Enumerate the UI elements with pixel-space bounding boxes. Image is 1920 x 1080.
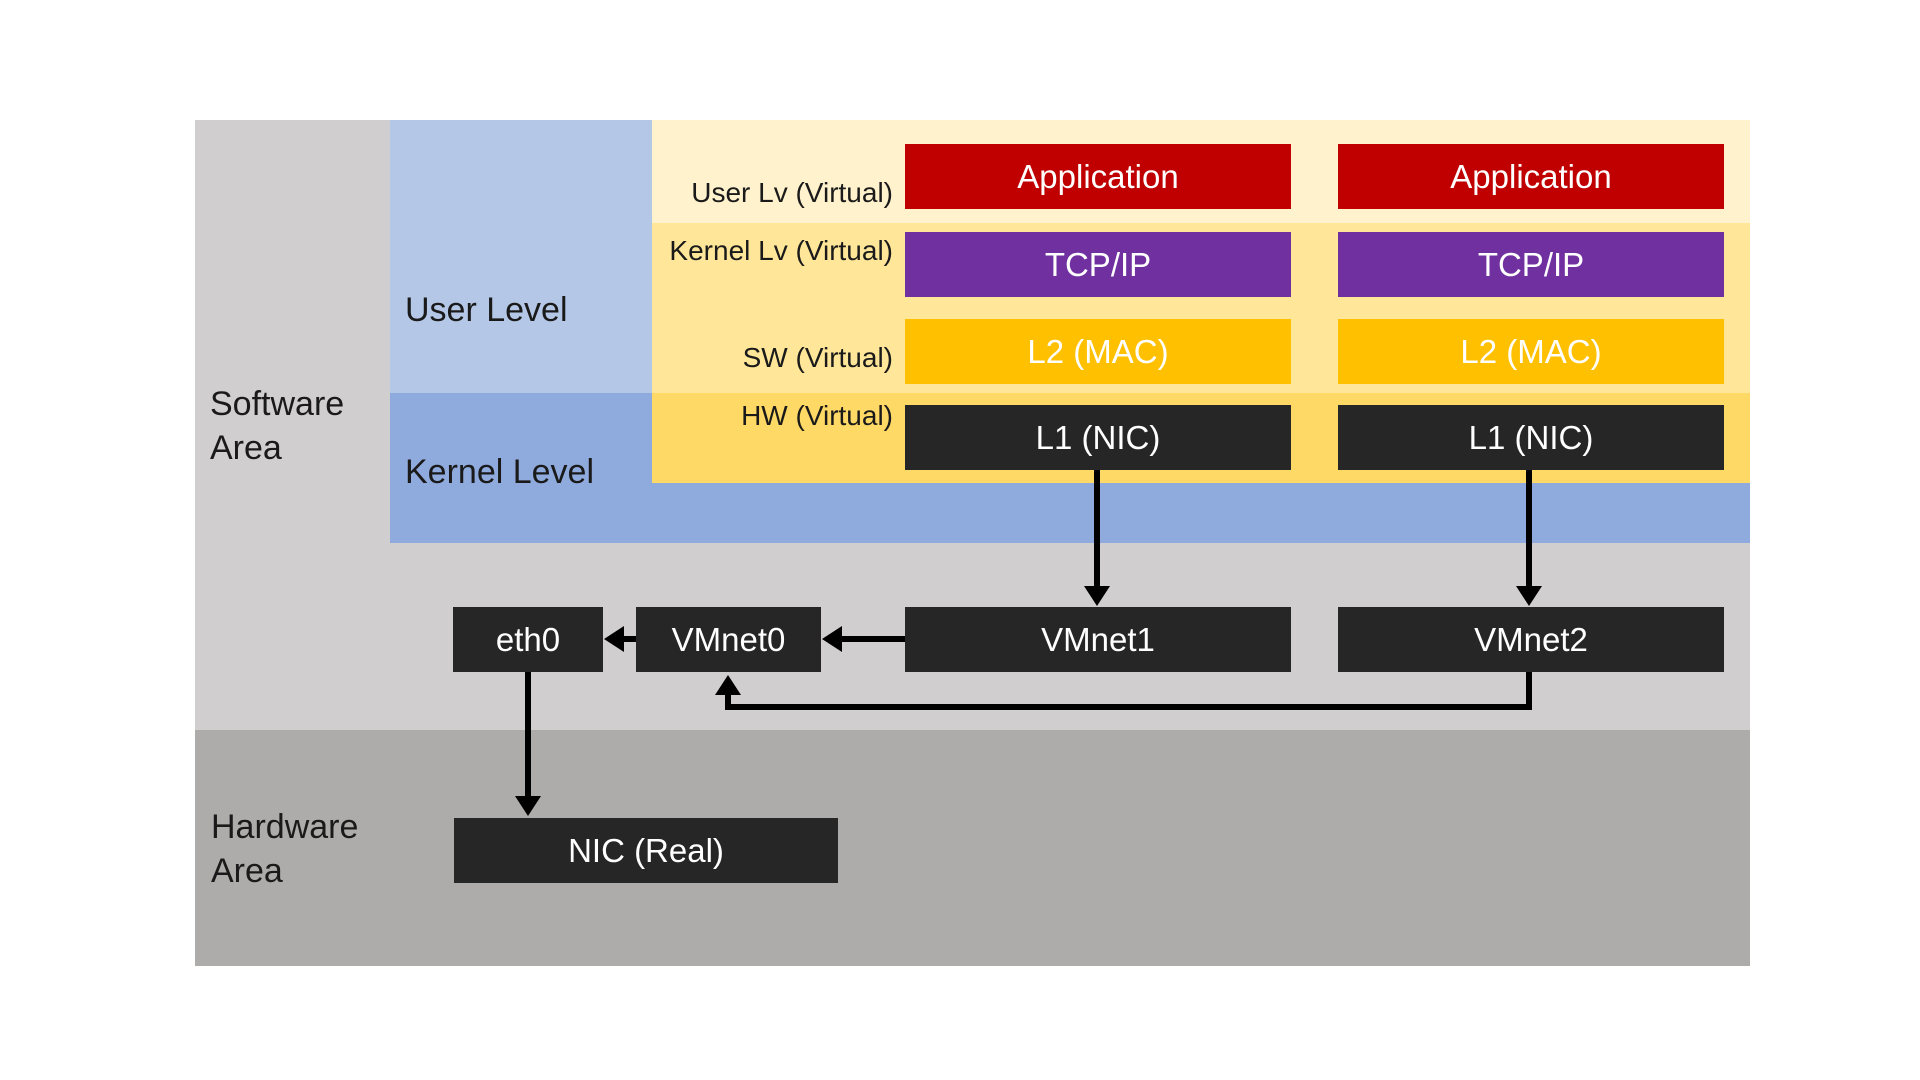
vmnet2-box: VMnet2 bbox=[1338, 607, 1724, 672]
hardware-area-region bbox=[195, 730, 1750, 966]
arrow-eth0-to-nic-real-line bbox=[525, 672, 531, 796]
l2-mac-box-2: L2 (MAC) bbox=[1338, 319, 1724, 384]
arrow-vmnet0-to-eth0-line bbox=[624, 636, 636, 642]
arrow-vmnet1-to-vmnet0-line bbox=[842, 636, 905, 642]
l2-mac-box-1: L2 (MAC) bbox=[905, 319, 1291, 384]
user-level-region bbox=[390, 120, 652, 393]
arrow-vmnet2-to-vmnet0-horizontal-line bbox=[725, 704, 1532, 710]
software-area-label-line2: Area bbox=[210, 429, 282, 467]
application-box-2: Application bbox=[1338, 144, 1724, 209]
software-area-label: Software Area bbox=[210, 382, 344, 470]
arrow-vmnet2-to-vmnet0-up-line bbox=[725, 693, 731, 710]
eth0-box: eth0 bbox=[453, 607, 603, 672]
arrow-eth0-to-nic-real-head-icon bbox=[515, 796, 541, 816]
arrow-l1-to-vmnet2-line bbox=[1526, 470, 1532, 586]
arrow-vmnet2-to-vmnet0-down-line bbox=[1526, 672, 1532, 710]
software-area-label-line1: Software bbox=[210, 385, 345, 423]
nic-real-box: NIC (Real) bbox=[454, 818, 838, 883]
vmnet1-box: VMnet1 bbox=[905, 607, 1291, 672]
l1-nic-box-2: L1 (NIC) bbox=[1338, 405, 1724, 470]
hardware-area-label-line2: Area bbox=[211, 852, 283, 890]
arrow-l1-to-vmnet1-line bbox=[1094, 470, 1100, 586]
tcpip-box-1: TCP/IP bbox=[905, 232, 1291, 297]
band-label-user-lv-virtual: User Lv (Virtual) bbox=[691, 177, 893, 208]
arrow-vmnet2-to-vmnet0-head-icon bbox=[715, 675, 741, 695]
band-label-sw-virtual: SW (Virtual) bbox=[742, 342, 893, 373]
band-label-hw-virtual: HW (Virtual) bbox=[741, 400, 893, 431]
band-label-kernel-lv-virtual: Kernel Lv (Virtual) bbox=[669, 235, 893, 266]
hardware-area-label-line1: Hardware bbox=[211, 808, 359, 846]
hardware-area-label: Hardware Area bbox=[211, 805, 358, 893]
tcpip-box-2: TCP/IP bbox=[1338, 232, 1724, 297]
l1-nic-box-1: L1 (NIC) bbox=[905, 405, 1291, 470]
arrow-vmnet0-to-eth0-head-icon bbox=[604, 626, 624, 652]
user-level-label: User Level bbox=[405, 291, 568, 329]
arrow-l1-to-vmnet2-head-icon bbox=[1516, 586, 1542, 606]
kernel-level-label: Kernel Level bbox=[405, 453, 595, 491]
vmnet0-box: VMnet0 bbox=[636, 607, 821, 672]
application-box-1: Application bbox=[905, 144, 1291, 209]
arrow-l1-to-vmnet1-head-icon bbox=[1084, 586, 1110, 606]
arrow-vmnet1-to-vmnet0-head-icon bbox=[822, 626, 842, 652]
